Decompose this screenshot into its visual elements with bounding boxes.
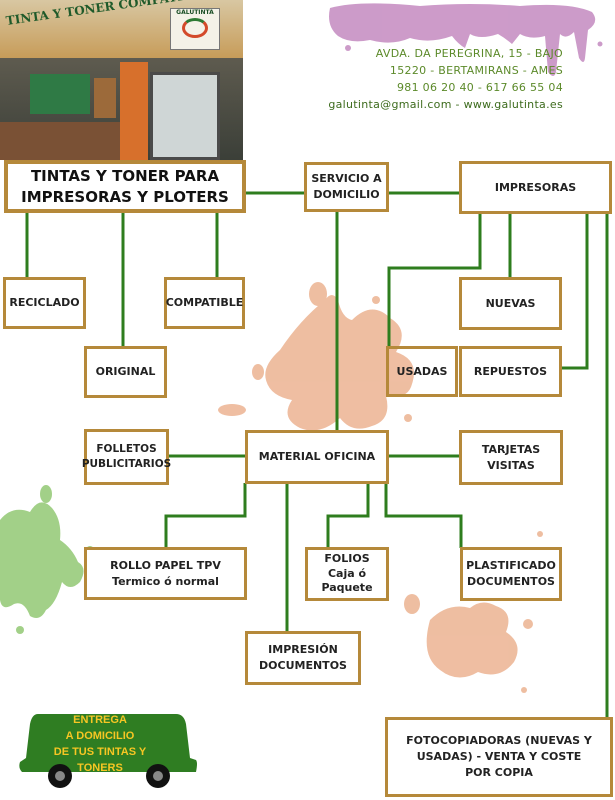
repuestos-box: REPUESTOS xyxy=(459,346,562,397)
usadas-box: USADAS xyxy=(386,346,458,397)
impresion-documentos-box: IMPRESIÓN DOCUMENTOS xyxy=(245,631,361,685)
orange-paint-splat xyxy=(218,282,414,431)
main-title-box: TINTAS Y TONER PARA IMPRESORAS Y PLOTERS xyxy=(4,160,246,213)
orange-paint-splat-bottom xyxy=(404,531,543,693)
original-box: ORIGINAL xyxy=(84,346,167,398)
folios-box: FOLIOS Caja ó Paquete xyxy=(305,547,389,601)
impresoras-box: IMPRESORAS xyxy=(459,161,612,214)
rollo-line-2: Termico ó normal xyxy=(112,574,219,588)
store-pillar xyxy=(120,62,148,160)
delivery-line-1: ENTREGA xyxy=(73,714,127,726)
delivery-line-3: DE TUS TINTAS Y TONERS xyxy=(53,745,147,774)
store-shelf xyxy=(30,74,90,114)
green-paint-splat xyxy=(0,485,95,634)
delivery-car-icon xyxy=(19,714,198,788)
compatible-box: COMPATIBLE xyxy=(164,277,245,329)
servicio-domicilio-box: SERVICIO A DOMICILIO xyxy=(304,162,389,212)
rollo-line-1: ROLLO PAPEL TPV xyxy=(110,558,221,572)
connector-lines xyxy=(25,191,609,718)
folios-line-3: Paquete xyxy=(321,581,373,595)
store-photo: TINTA Y TONER COMPATIBLES GALUTINTA xyxy=(0,0,243,160)
address-line-2: 15220 - BERTAMIRANS - AMES xyxy=(389,64,563,77)
store-counter xyxy=(0,122,120,160)
material-oficina-box: MATERIAL OFICINA xyxy=(245,430,389,484)
store-shelf xyxy=(94,78,116,118)
galutinta-logo: GALUTINTA xyxy=(170,8,220,50)
email-website: galutinta@gmail.com - www.galutinta.es xyxy=(328,98,563,111)
folios-line-1: FOLIOS xyxy=(324,551,370,565)
logo-text: GALUTINTA xyxy=(176,9,214,16)
phone-numbers: 981 06 20 40 - 617 66 55 04 xyxy=(396,81,563,94)
delivery-text: ENTREGA A DOMICILIO DE TUS TINTAS Y TONE… xyxy=(30,713,170,777)
tarjetas-box: TARJETAS VISITAS xyxy=(459,430,563,485)
delivery-line-2: A DOMICILIO xyxy=(65,729,135,742)
logo-swirl-icon xyxy=(182,18,208,38)
store-door xyxy=(150,72,220,160)
address-line-1: AVDA. DA PEREGRINA, 15 - BAJO xyxy=(375,47,563,60)
folletos-box: FOLLETOS PUBLICITARIOS xyxy=(82,429,171,485)
folios-line-2: Caja ó xyxy=(327,566,367,580)
plastificado-box: PLASTIFICADO DOCUMENTOS xyxy=(460,547,562,601)
rollo-papel-box: ROLLO PAPEL TPV Termico ó normal xyxy=(84,547,247,600)
nuevas-box: NUEVAS xyxy=(459,277,562,330)
purple-paint-splat xyxy=(329,3,603,76)
reciclado-box: RECICLADO xyxy=(3,277,86,329)
fotocopiadoras-box: FOTOCOPIADORAS (NUEVAS Y USADAS) - VENTA… xyxy=(385,717,613,797)
